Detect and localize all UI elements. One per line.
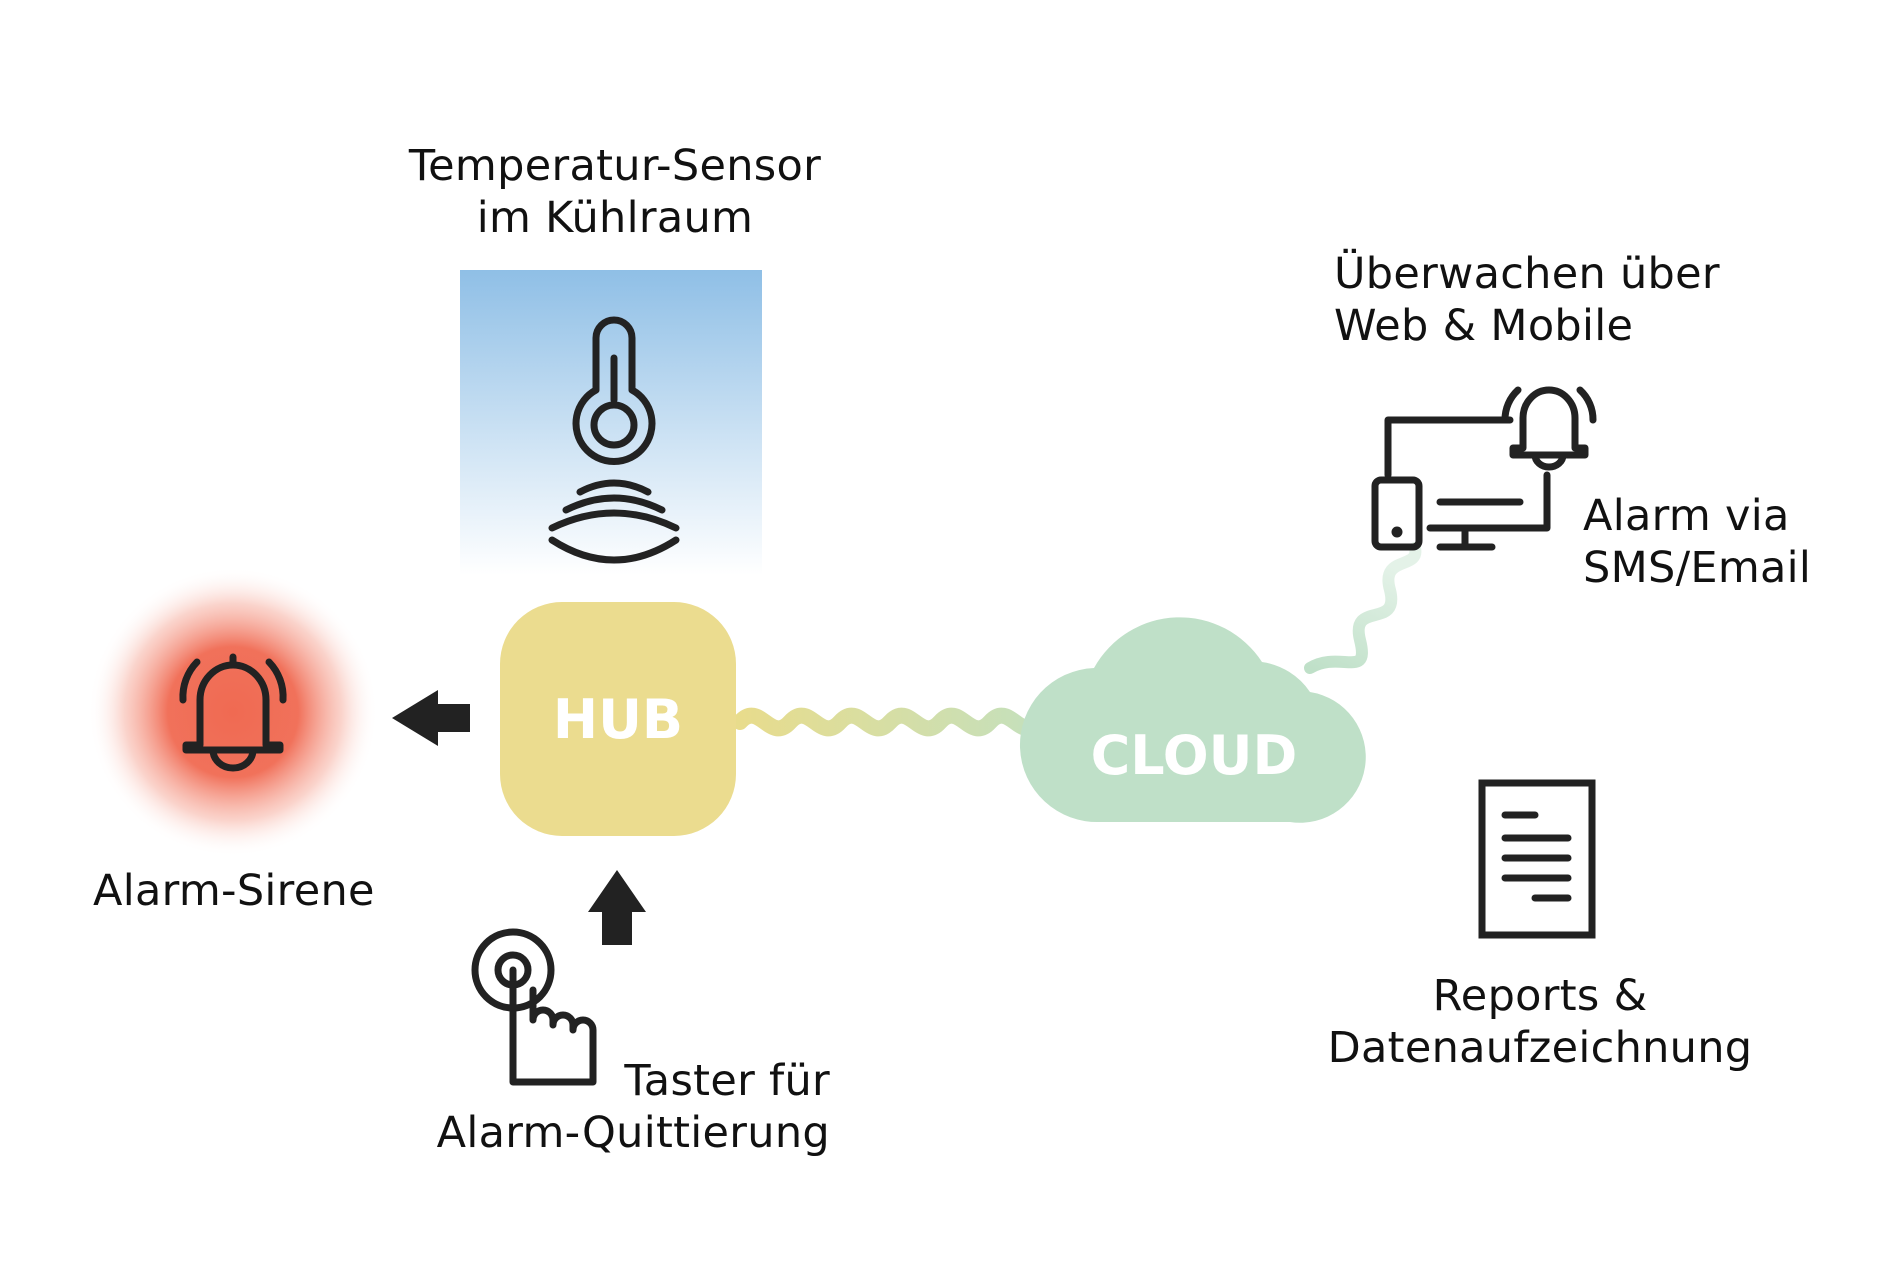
reports-label: Reports & Datenaufzeichnung xyxy=(1327,971,1753,1073)
cloud-label: CLOUD xyxy=(1091,724,1298,787)
hub-label: HUB xyxy=(553,688,683,751)
signal-waves-icon xyxy=(548,479,680,564)
thermometer-icon xyxy=(572,316,656,465)
arrow-left-icon xyxy=(392,690,470,746)
monitor-label: Überwachen über Web & Mobile xyxy=(1334,249,1720,351)
bell-icon xyxy=(179,653,287,772)
devices-icon xyxy=(1371,386,1597,551)
siren-glow xyxy=(88,567,378,857)
sensor-label: Temperatur-Sensor im Kühlraum xyxy=(408,141,822,243)
hub-box xyxy=(500,602,736,836)
document-icon xyxy=(1478,779,1596,939)
sensor-background xyxy=(460,270,762,575)
cloud-devices-link xyxy=(1304,542,1422,674)
button-label: Taster für Alarm-Quittierung xyxy=(436,1056,830,1158)
hub-cloud-link xyxy=(732,707,1048,737)
push-button-icon[interactable] xyxy=(471,928,597,1086)
cloud-shape xyxy=(1019,617,1366,823)
siren-label: Alarm-Sirene xyxy=(93,866,375,916)
arrow-up-icon xyxy=(588,870,646,945)
alarm-notify-label: Alarm via SMS/Email xyxy=(1583,491,1812,593)
